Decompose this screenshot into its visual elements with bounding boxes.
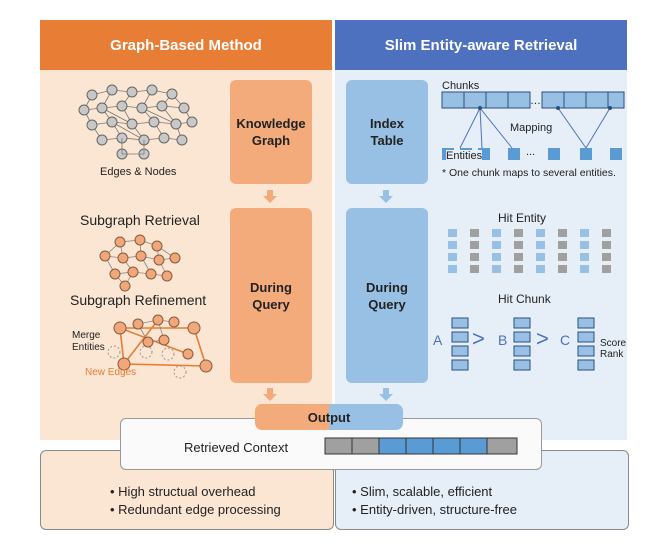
svg-text:…: … <box>530 95 541 107</box>
hit-entity-cell <box>580 229 589 237</box>
hit-entity-cell <box>602 253 611 261</box>
hit-entity-cell <box>558 229 567 237</box>
hit-entity-cell <box>470 241 479 249</box>
entities-ellipsis: ... <box>526 146 536 158</box>
chunks-label: Chunks <box>442 80 480 92</box>
hit-entity-cell <box>514 265 523 273</box>
merge-entities-label: Merge Entities <box>72 330 105 353</box>
hit-entity-cell <box>536 229 545 237</box>
hit-entity-cell <box>602 229 611 237</box>
hit-entity-cell <box>492 253 501 261</box>
hit-entity-cell <box>602 265 611 273</box>
hit-entity-cell <box>580 265 589 273</box>
left-down-arrow-2 <box>263 388 277 401</box>
label-a: A <box>433 332 443 348</box>
hit-entity-cell <box>448 253 457 261</box>
right-summary-list: • Slim, scalable, efficient • Entity-dri… <box>352 483 517 519</box>
hit-entity-cell <box>536 241 545 249</box>
right-summary-item: • Entity-driven, structure-free <box>352 502 517 517</box>
retrieved-context-bar <box>324 437 518 455</box>
right-during-query-box: During Query <box>346 208 428 383</box>
output-tab: Output <box>255 404 403 430</box>
hit-entity-cell <box>448 241 457 249</box>
left-during-query-box: During Query <box>230 208 312 383</box>
label-c: C <box>560 332 571 348</box>
left-summary-list: • High structual overhead • Redundant ed… <box>110 483 281 519</box>
new-edges-label: New Edges <box>85 367 137 378</box>
edges-nodes-label: Edges & Nodes <box>100 166 177 178</box>
hit-entity-cell <box>536 253 545 261</box>
score-rank-label: Score Rank <box>600 338 627 360</box>
index-table-box: Index Table <box>346 80 428 184</box>
left-summary-item: • High structual overhead <box>110 484 256 499</box>
hit-entity-cell <box>492 265 501 273</box>
hit-entity-cell <box>470 229 479 237</box>
hit-entity-cell <box>536 265 545 273</box>
subgraph-retrieval-illustration <box>99 234 181 292</box>
subgraph-refinement-label: Subgraph Refinement <box>70 292 207 308</box>
hit-entity-cell <box>514 253 523 261</box>
gt-sign-2: > <box>536 326 549 351</box>
hit-entity-cell <box>558 265 567 273</box>
score-rank-illustration <box>451 317 595 371</box>
hit-entity-cell <box>580 253 589 261</box>
right-header: Slim Entity-aware Retrieval <box>335 20 627 70</box>
hit-chunk-label: Hit Chunk <box>498 292 551 306</box>
hit-entity-cell <box>448 265 457 273</box>
knowledge-graph-illustration <box>78 84 198 160</box>
left-summary-item: • Redundant edge processing <box>110 502 281 517</box>
left-header: Graph-Based Method <box>40 20 332 70</box>
chunk-note: * One chunk maps to several entities. <box>442 167 616 179</box>
entities-label: Entities <box>446 150 483 162</box>
hit-entity-cell <box>558 253 567 261</box>
hit-entity-label: Hit Entity <box>498 211 547 225</box>
retrieved-context-label: Retrieved Context <box>184 440 289 455</box>
right-down-arrow-2 <box>379 388 393 401</box>
subgraph-retrieval-label: Subgraph Retrieval <box>80 212 200 228</box>
hit-entity-cell <box>602 241 611 249</box>
right-summary-item: • Slim, scalable, efficient <box>352 484 493 499</box>
left-down-arrow-1 <box>263 190 277 203</box>
hit-entity-cell <box>514 229 523 237</box>
hit-entity-cell <box>448 229 457 237</box>
label-b: B <box>498 332 508 348</box>
hit-entity-cell <box>558 241 567 249</box>
hit-entity-grid <box>448 229 628 277</box>
hit-entity-cell <box>492 241 501 249</box>
right-down-arrow-1 <box>379 190 393 203</box>
knowledge-graph-box: Knowledge Graph <box>230 80 312 184</box>
subgraph-refinement-illustration <box>107 314 213 379</box>
hit-entity-cell <box>492 229 501 237</box>
mapping-label: Mapping <box>510 122 553 134</box>
hit-entity-cell <box>470 253 479 261</box>
hit-entity-cell <box>580 241 589 249</box>
hit-entity-cell <box>514 241 523 249</box>
gt-sign-1: > <box>472 326 485 351</box>
hit-entity-cell <box>470 265 479 273</box>
